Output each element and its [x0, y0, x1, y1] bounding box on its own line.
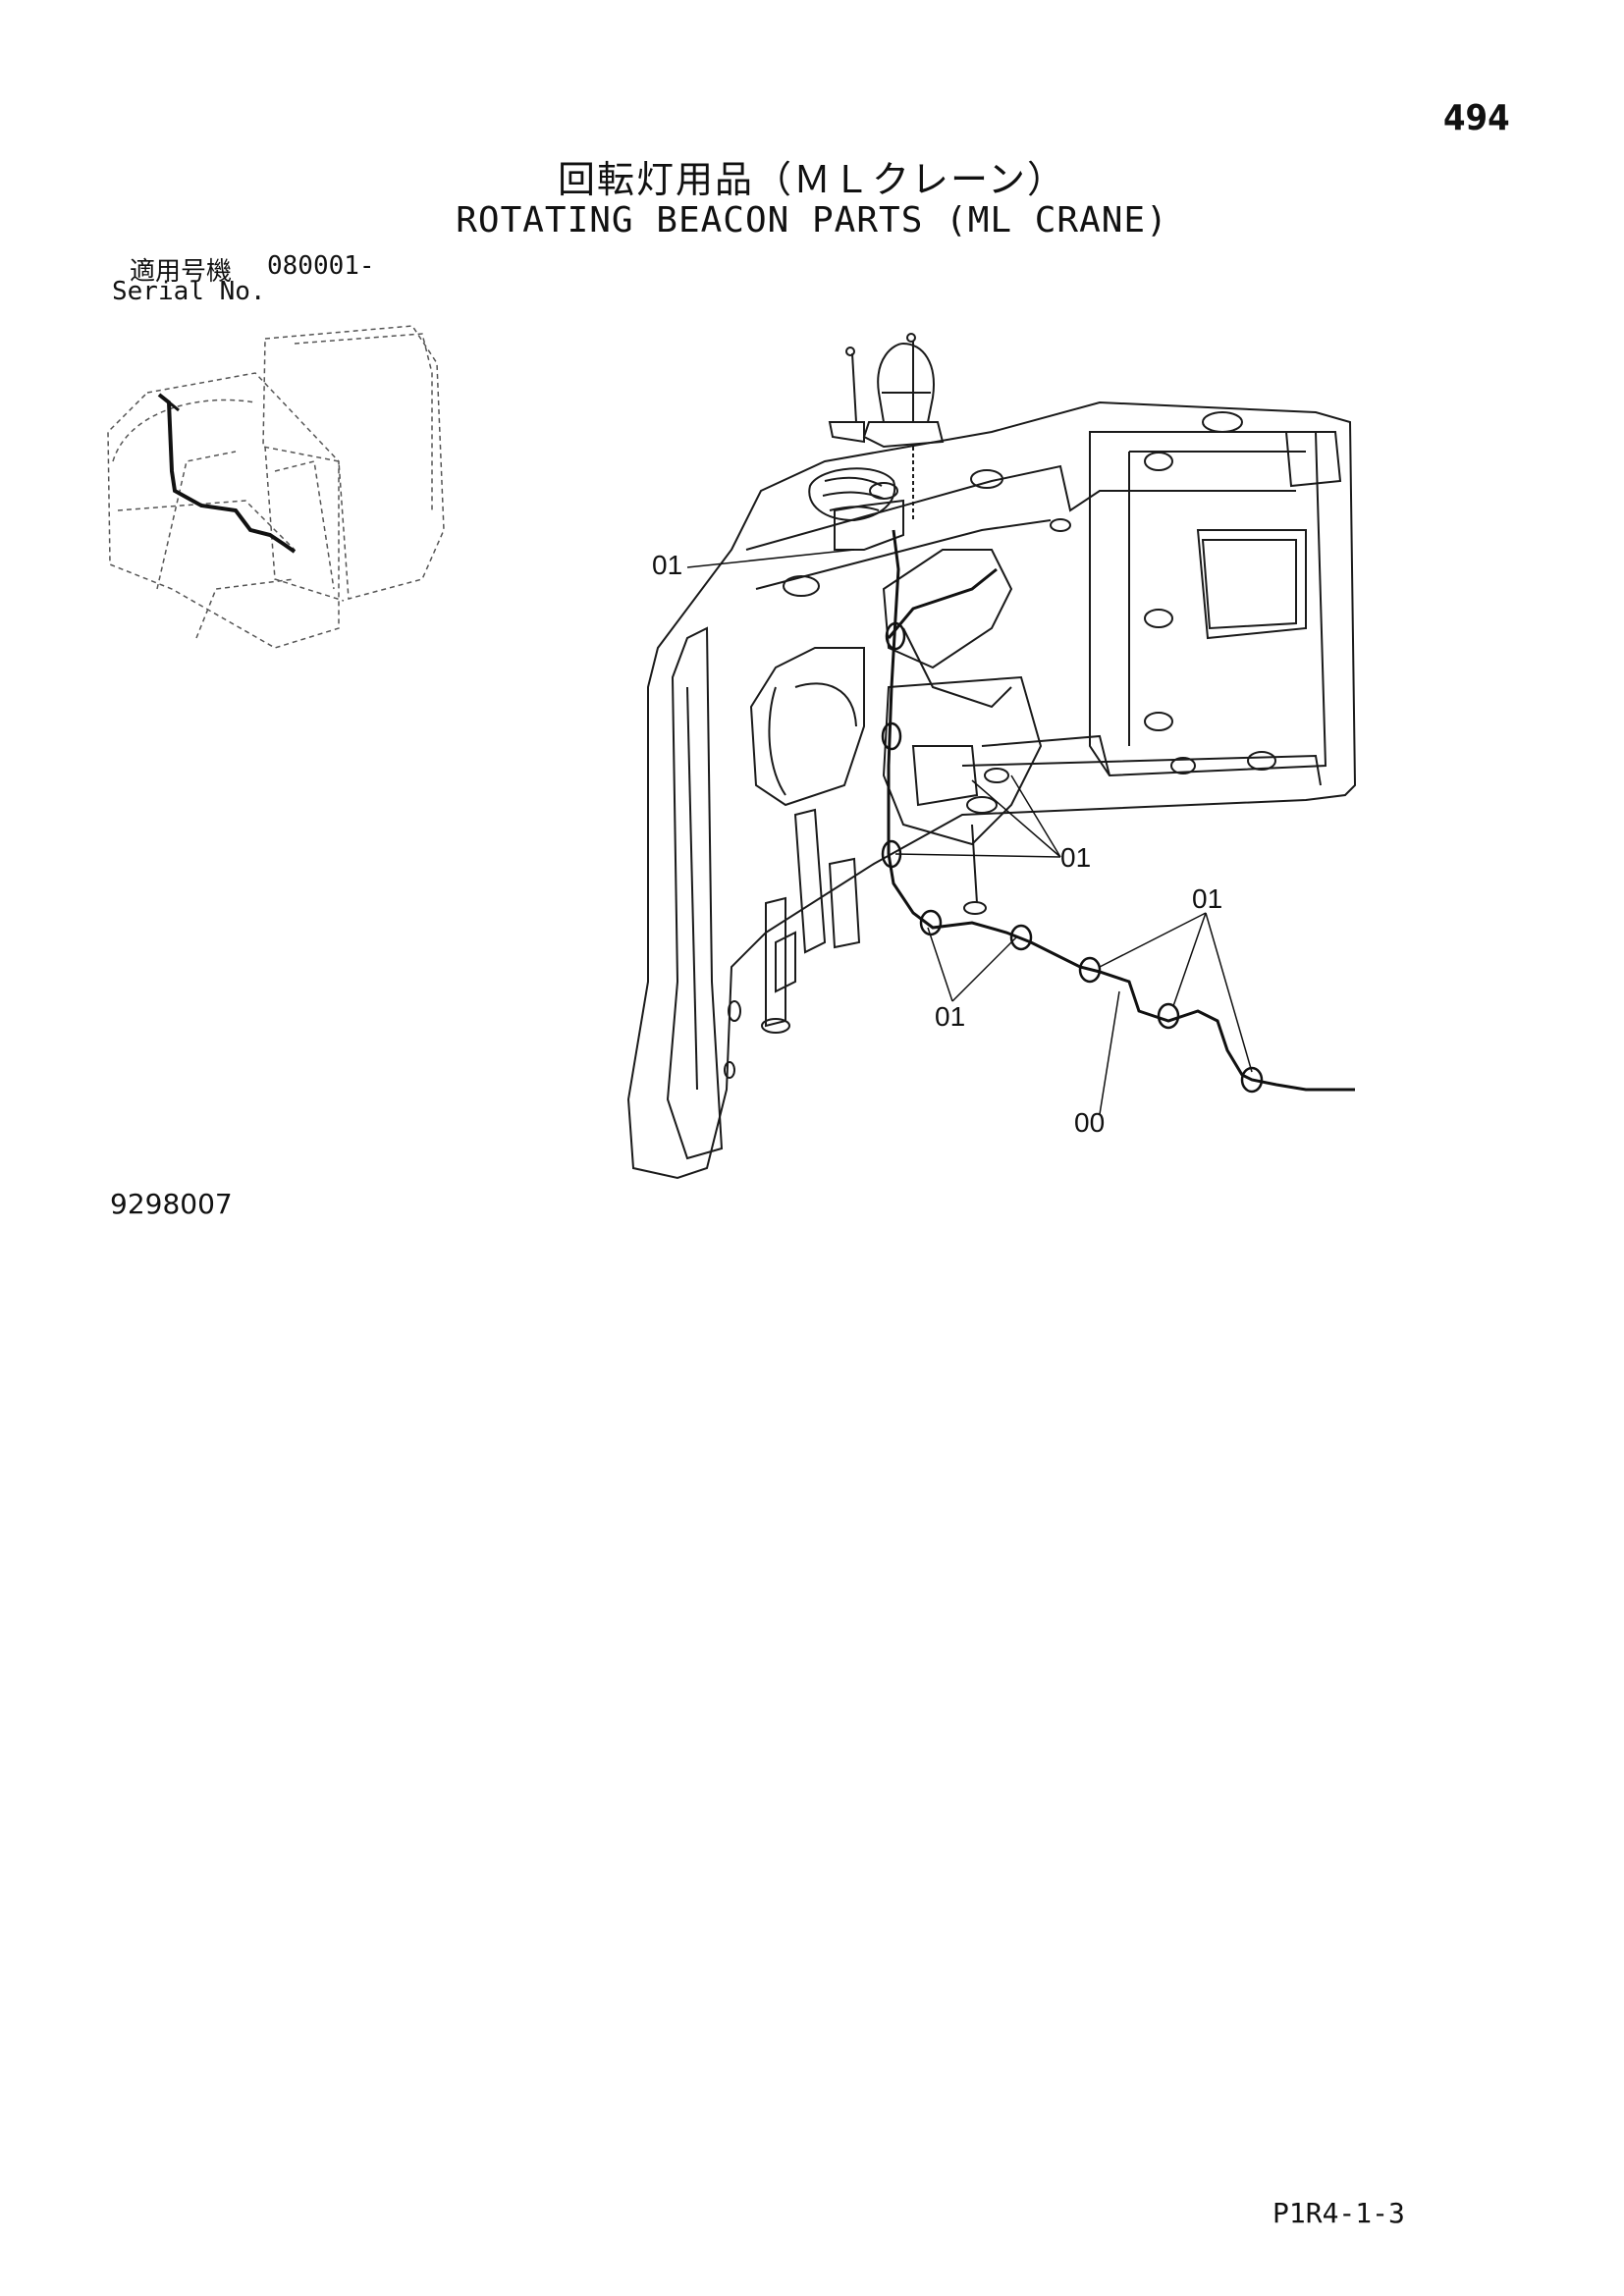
drawing-number: 9298007 [110, 1188, 233, 1220]
callout-01-right: 01 [1192, 883, 1223, 914]
callout-01-middle: 01 [1060, 842, 1092, 873]
callout-01-bottom: 01 [935, 1001, 966, 1032]
page-title-japanese: 回転灯用品（ＭＬクレーン） [557, 158, 1067, 201]
callout-01-top: 01 [652, 550, 683, 580]
footer-code: P1R4-1-3 [1272, 2197, 1405, 2229]
page-title-english: ROTATING BEACON PARTS (ML CRANE) [456, 200, 1168, 240]
callout-00-harness: 00 [1074, 1107, 1106, 1138]
page-number: 494 [1443, 98, 1510, 138]
serial-range: 080001- [267, 251, 375, 281]
serial-label-english: Serial No. [112, 277, 266, 306]
serial-label-japanese: 適用号機 [130, 257, 233, 287]
